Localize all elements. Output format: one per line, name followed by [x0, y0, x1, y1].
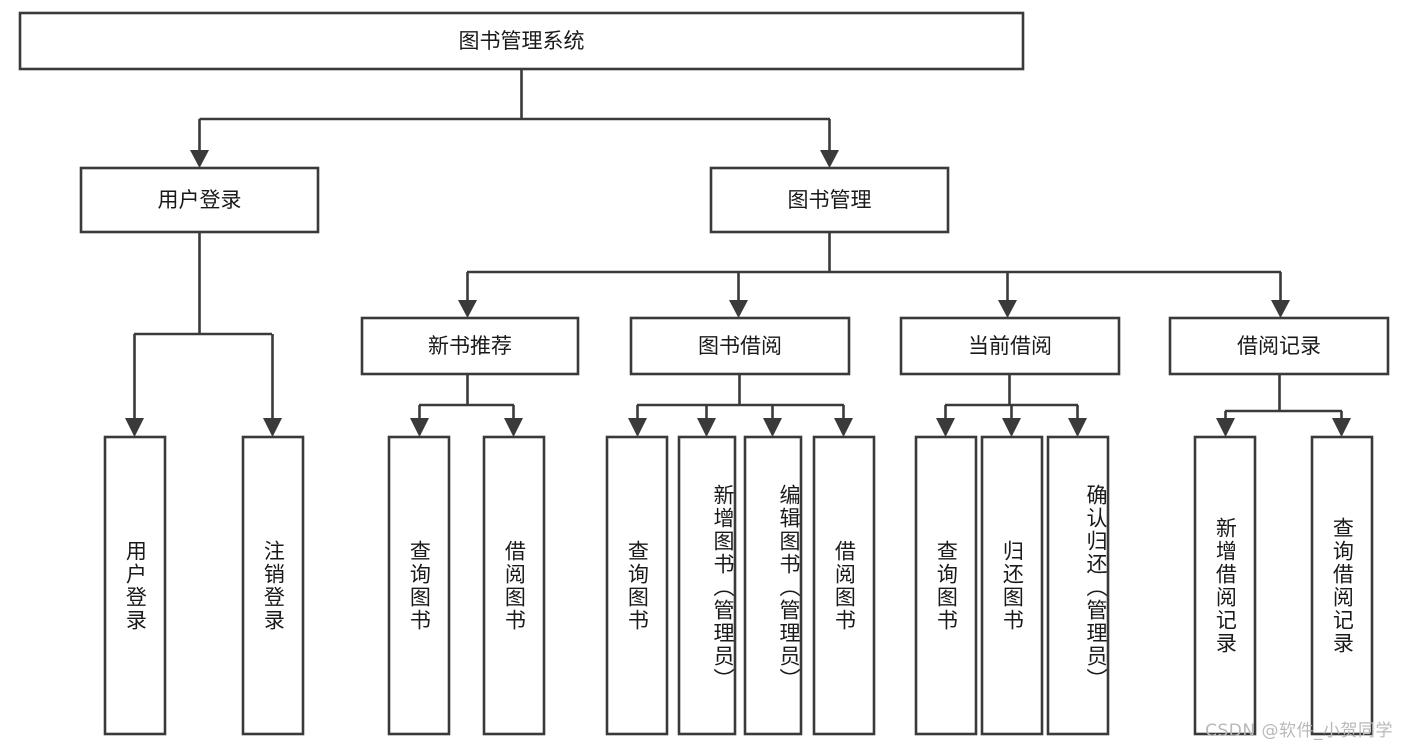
node-user-login-box[interactable] [79, 166, 320, 234]
arrowhead-book-manage [820, 150, 839, 168]
leaf-box-confirm-return[interactable] [1046, 435, 1110, 736]
connector-layer [125, 69, 1351, 437]
leaf-box-add-book[interactable] [677, 435, 737, 736]
node-book-borrow[interactable]: 图书借阅 [629, 316, 851, 376]
leaf-box-logout[interactable] [241, 435, 305, 736]
node-borrow-record-box[interactable] [1168, 316, 1390, 376]
arrowhead-new-book-rec [458, 300, 477, 318]
node-book-manage-label: 图书管理 [788, 188, 872, 212]
arrowhead-user-login [190, 150, 209, 168]
arrowhead-leaf-edit-book [763, 418, 782, 437]
node-layer: 图书管理系统 用户登录 图书管理 新书推荐 图书借阅 当前借阅 [18, 11, 1390, 376]
leaf-box-query-record[interactable] [1310, 435, 1374, 736]
node-user-login-label: 用户登录 [158, 188, 242, 212]
leaf-box-query-book-cur[interactable] [914, 435, 978, 736]
node-book-borrow-label: 图书借阅 [698, 334, 782, 358]
node-root-box[interactable] [18, 11, 1025, 71]
arrowhead-leaf-query-record [1332, 418, 1351, 437]
node-new-book-rec-label: 新书推荐 [428, 334, 512, 358]
node-current-borrow-label: 当前借阅 [968, 334, 1052, 358]
node-book-manage-box[interactable] [709, 166, 950, 234]
csdn-watermark: CSDN @软件_小贺同学 [1205, 721, 1393, 741]
leaf-box-query-book-bor[interactable] [605, 435, 669, 736]
node-root-label: 图书管理系统 [459, 29, 585, 53]
arrowhead-leaf-user-login [125, 418, 144, 437]
arrowhead-leaf-add-book [697, 418, 716, 437]
node-new-book-rec-box[interactable] [360, 316, 580, 376]
leaf-layer [103, 435, 1374, 736]
arrowhead-leaf-borrow-book-bor [834, 418, 853, 437]
arrowhead-leaf-query-book-rec [410, 418, 429, 437]
leaf-box-borrow-book-rec[interactable] [482, 435, 546, 736]
leaf-box-user-login[interactable] [103, 435, 167, 736]
node-root[interactable]: 图书管理系统 [18, 11, 1025, 71]
arrowhead-leaf-return-book [1002, 418, 1021, 437]
arrowhead-leaf-add-record [1216, 418, 1235, 437]
arrowhead-borrow-record [1271, 300, 1290, 318]
leaf-box-borrow-book-bor[interactable] [812, 435, 876, 736]
arrowhead-leaf-confirm-return [1068, 418, 1087, 437]
arrowhead-leaf-logout [263, 418, 282, 437]
arrowhead-book-borrow [729, 300, 748, 318]
arrowhead-leaf-query-book-cur [936, 418, 955, 437]
leaf-box-query-book-rec[interactable] [387, 435, 451, 736]
leaf-box-add-record[interactable] [1193, 435, 1257, 736]
node-borrow-record[interactable]: 借阅记录 [1168, 316, 1390, 376]
node-current-borrow[interactable]: 当前借阅 [899, 316, 1121, 376]
leaf-box-edit-book[interactable] [743, 435, 803, 736]
leaf-box-return-book[interactable] [980, 435, 1044, 736]
node-borrow-record-label: 借阅记录 [1237, 334, 1321, 358]
node-book-borrow-box[interactable] [629, 316, 851, 376]
arrowhead-current-borrow [998, 300, 1017, 318]
node-book-manage[interactable]: 图书管理 [709, 166, 950, 234]
arrowhead-leaf-borrow-book-rec [504, 418, 523, 437]
node-current-borrow-box[interactable] [899, 316, 1121, 376]
node-user-login[interactable]: 用户登录 [79, 166, 320, 234]
node-new-book-rec[interactable]: 新书推荐 [360, 316, 580, 376]
arrowhead-leaf-query-book-bor [628, 418, 647, 437]
